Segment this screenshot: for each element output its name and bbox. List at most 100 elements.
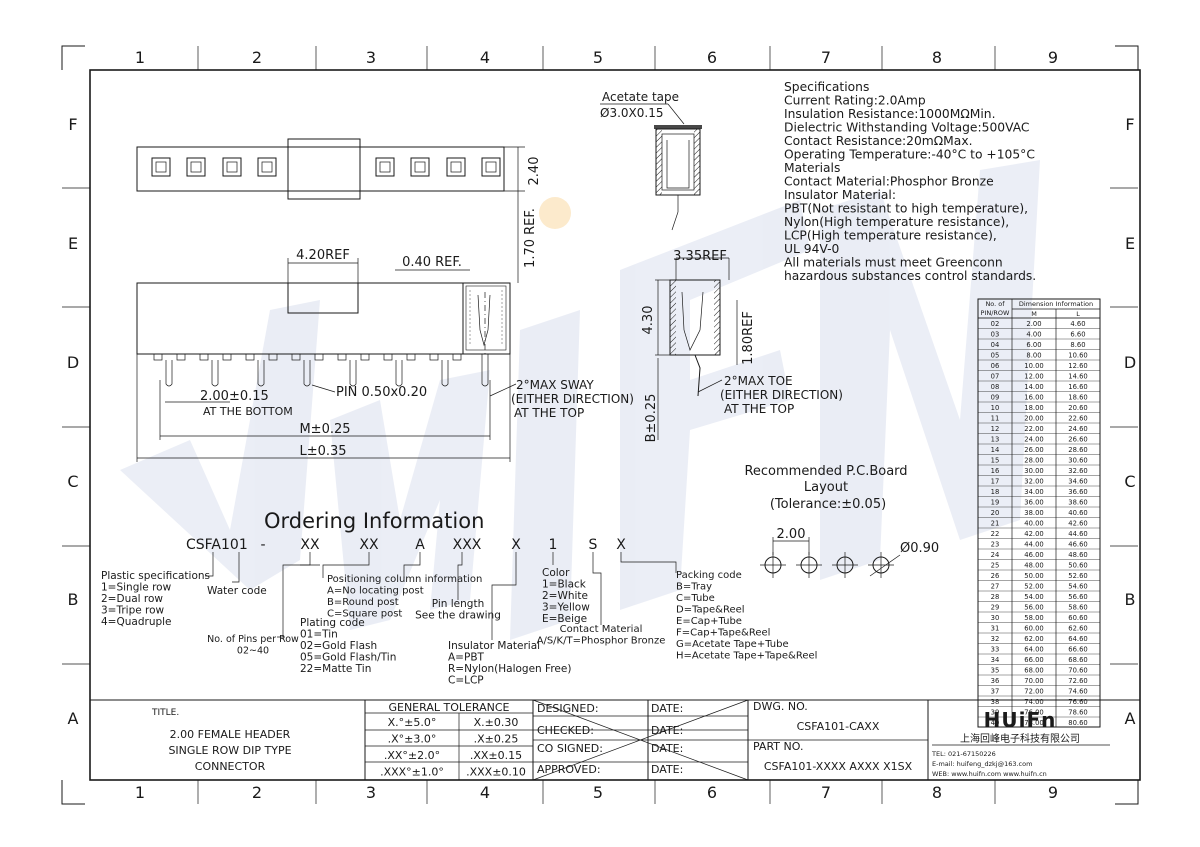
role-1: CHECKED: xyxy=(537,724,594,737)
grid-row-right-4: B xyxy=(1125,590,1136,609)
spec-line-14: hazardous substances control standards. xyxy=(784,269,1036,283)
table-cell-m: 44.00 xyxy=(1024,541,1043,549)
dim-430: 4.30 xyxy=(641,306,656,335)
spec-line-10: Nylon(High temperature resistance), xyxy=(784,215,1009,229)
table-cell-m: 48.00 xyxy=(1024,562,1043,570)
table-cell-pins: 25 xyxy=(991,562,1000,570)
table-cell-m: 74.00 xyxy=(1024,698,1043,706)
positioning-3: C=Square post xyxy=(327,609,402,620)
dim-420: 4.20REF xyxy=(296,248,350,263)
plating-4: 22=Matte Tin xyxy=(300,663,371,675)
table-cell-pins: 12 xyxy=(991,425,1000,433)
positioning-0: Positioning column information xyxy=(327,574,482,585)
tol-linear-3: .XXX±0.10 xyxy=(466,766,526,779)
table-cell-l: 60.60 xyxy=(1068,614,1087,622)
table-cell-l: 40.60 xyxy=(1068,509,1087,517)
dimension-table: No. of PIN/ROW Dimension Information M L… xyxy=(977,298,1101,728)
table-cell-m: 72.00 xyxy=(1024,688,1043,696)
pcb-pitch: 2.00 xyxy=(777,527,806,542)
table-cell-pins: 34 xyxy=(991,656,1000,664)
grid-col-bottom-5: 5 xyxy=(593,783,603,802)
table-cell-m: 34.00 xyxy=(1024,488,1043,496)
table-cell-pins: 32 xyxy=(991,635,1000,643)
table-cell-l: 34.60 xyxy=(1068,478,1087,486)
tol-angle-0: X.°±5.0° xyxy=(388,716,437,729)
water-code: Water code xyxy=(207,585,267,597)
packing-4: E=Cap+Tube xyxy=(676,616,742,627)
table-cell-m: 52.00 xyxy=(1024,583,1043,591)
table-cell-l: 10.60 xyxy=(1068,352,1087,360)
grid-col-top-4: 4 xyxy=(480,48,490,67)
table-cell-l: 12.60 xyxy=(1068,362,1087,370)
table-cell-m: 60.00 xyxy=(1024,625,1043,633)
dim-l: L±0.35 xyxy=(299,444,346,459)
table-cell-m: 76.00 xyxy=(1024,709,1043,717)
table-cell-l: 30.60 xyxy=(1068,457,1087,465)
positioning-2: B=Round post xyxy=(327,597,399,608)
table-cell-m: 66.00 xyxy=(1024,656,1043,664)
table-cell-l: 28.60 xyxy=(1068,446,1087,454)
packing-1: B=Tray xyxy=(676,582,712,593)
plating-0: Plating code xyxy=(300,617,365,629)
table-cell-m: 24.00 xyxy=(1024,436,1043,444)
table-cell-pins: 09 xyxy=(991,394,1000,402)
grid-col-top-9: 9 xyxy=(1048,48,1058,67)
code-segment-0: CSFA101 xyxy=(186,537,248,553)
table-cell-m: 10.00 xyxy=(1024,362,1043,370)
code-segment-5: XXX xyxy=(453,537,482,553)
table-cell-l: 14.60 xyxy=(1068,373,1087,381)
packing-7: H=Acetate Tape+Tape&Reel xyxy=(676,651,817,662)
date-label-0: DATE: xyxy=(651,702,683,715)
grid-row-left-4: B xyxy=(68,590,79,609)
table-cell-pins: 27 xyxy=(991,583,1000,591)
table-cell-l: 36.60 xyxy=(1068,488,1087,496)
plastic-spec-3: 3=Tripe row xyxy=(101,605,165,617)
table-cell-l: 16.60 xyxy=(1068,383,1087,391)
table-header-pin: PIN/ROW xyxy=(981,309,1011,317)
table-cell-l: 6.60 xyxy=(1070,331,1085,339)
spec-line-12: UL 94V-0 xyxy=(784,242,839,256)
table-cell-pins: 19 xyxy=(991,499,1000,507)
table-cell-pins: 02 xyxy=(991,320,1000,328)
table-cell-pins: 04 xyxy=(991,341,1000,349)
grid-row-left-1: E xyxy=(68,234,78,253)
table-cell-l: 74.60 xyxy=(1068,688,1087,696)
grid-col-top-5: 5 xyxy=(593,48,603,67)
grid-col-bottom-4: 4 xyxy=(480,783,490,802)
grid-col-bottom-3: 3 xyxy=(366,783,376,802)
dwg-no: CSFA101-CAXX xyxy=(797,720,880,733)
table-cell-pins: 29 xyxy=(991,604,1000,612)
table-cell-l: 58.60 xyxy=(1068,604,1087,612)
pin-length-0: Pin length xyxy=(432,598,484,610)
sway-line2: (EITHER DIRECTION) xyxy=(511,392,634,406)
plating-1: 01=Tin xyxy=(300,629,338,641)
company-tel: TEL: 021-67150226 xyxy=(931,750,996,758)
insulator-3: C=LCP xyxy=(448,675,484,687)
tol-angle-1: .X°±3.0° xyxy=(388,733,437,746)
table-cell-m: 40.00 xyxy=(1024,520,1043,528)
grid-row-right-2: D xyxy=(1124,353,1136,372)
company-email: E-mail: huifeng_dzkj@163.com xyxy=(932,760,1032,768)
table-cell-l: 70.60 xyxy=(1068,667,1087,675)
table-cell-pins: 26 xyxy=(991,572,1000,580)
dim-170: 1.70 REF. xyxy=(523,208,538,268)
